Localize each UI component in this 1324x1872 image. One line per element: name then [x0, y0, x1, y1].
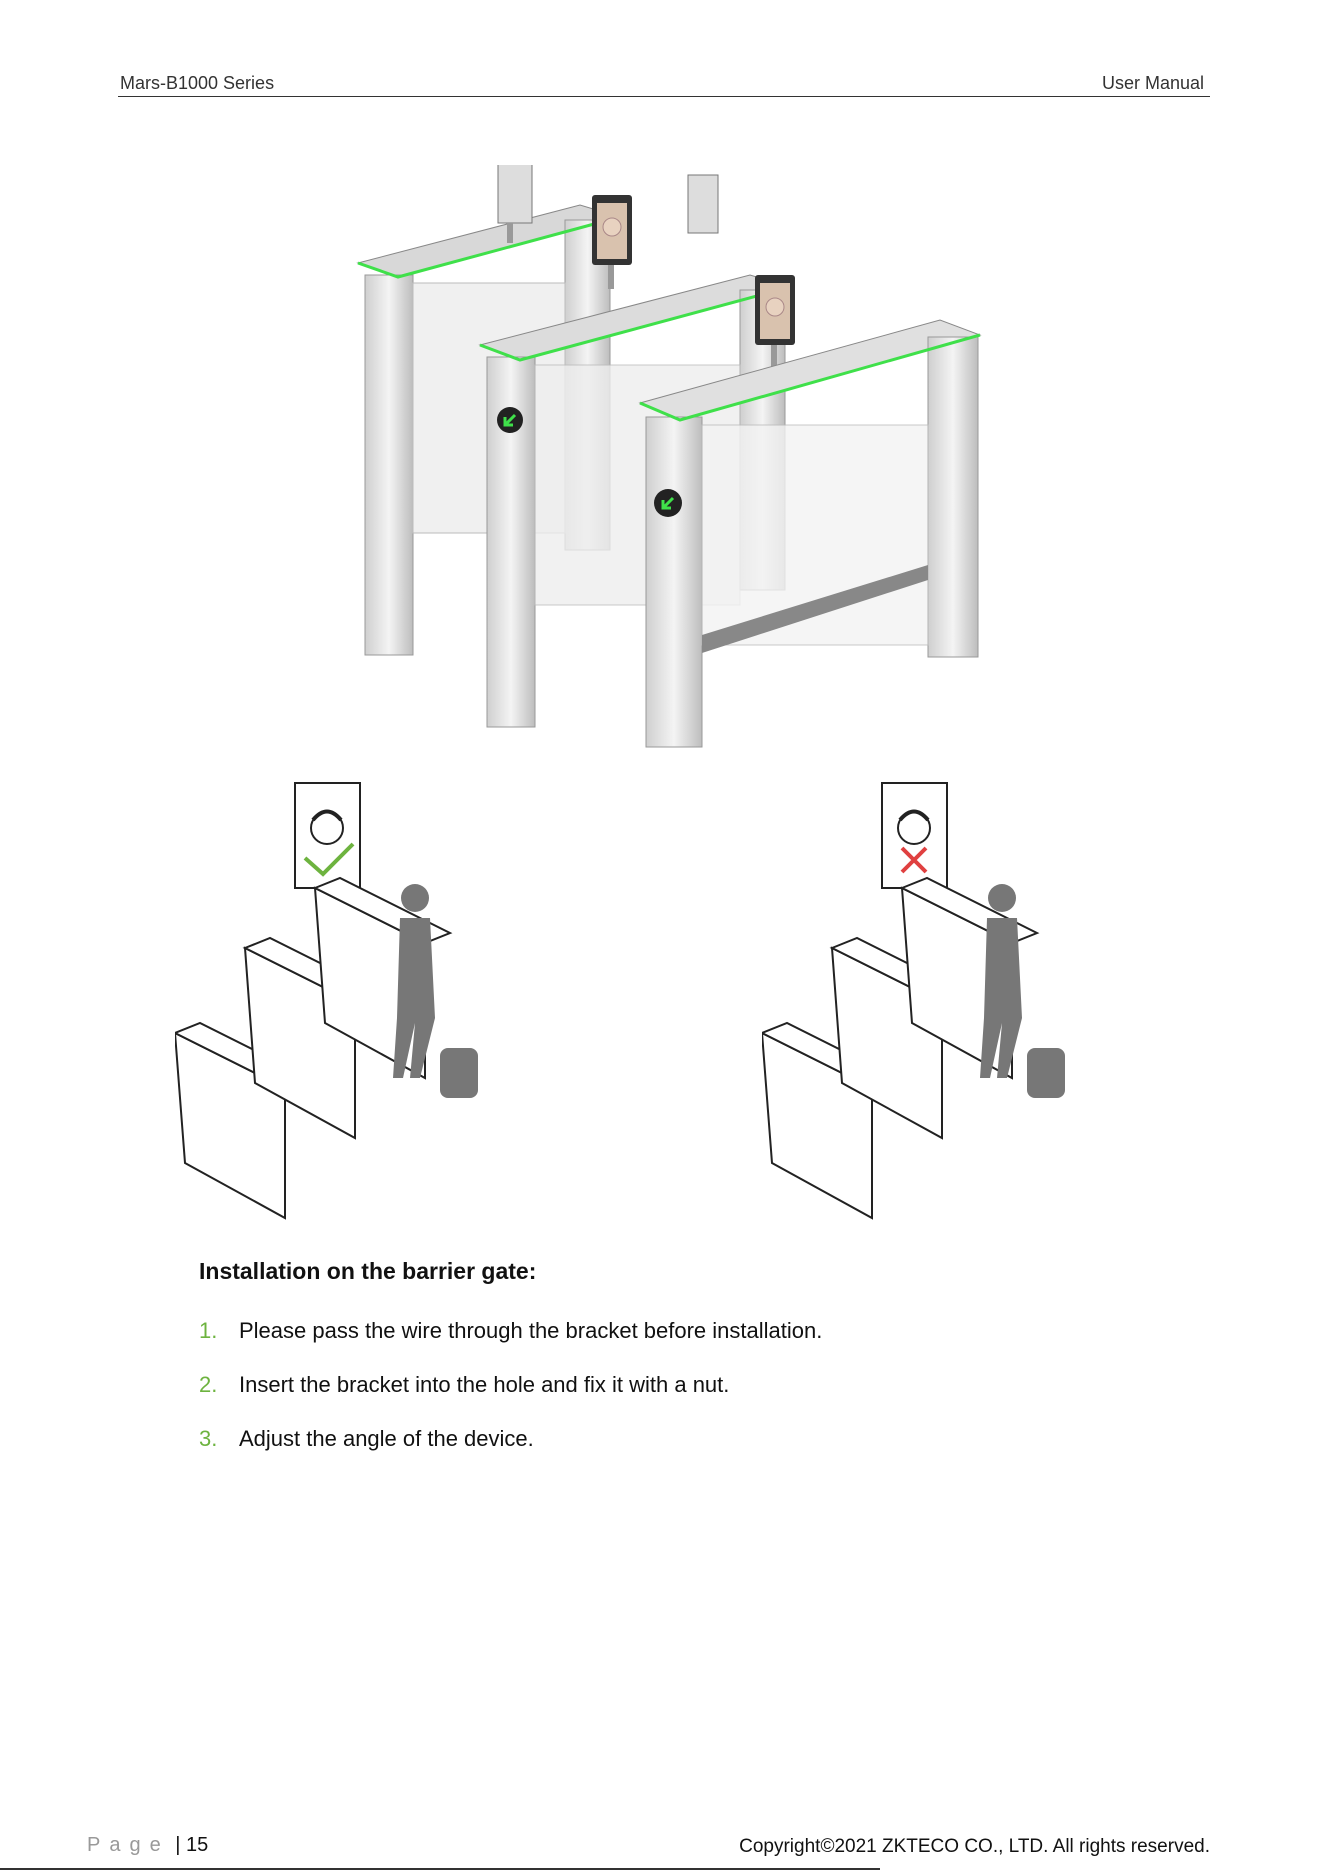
access-denied-illustration	[762, 778, 1162, 1228]
list-item: 2.Insert the bracket into the hole and f…	[199, 1372, 822, 1426]
step-number: 2.	[199, 1372, 239, 1398]
access-granted-illustration	[175, 778, 575, 1228]
list-item: 3.Adjust the angle of the device.	[199, 1426, 822, 1480]
page-footer-number: Page | 15	[87, 1834, 208, 1857]
bottom-divider	[0, 1868, 880, 1870]
header-doc-type: User Manual	[1102, 73, 1204, 94]
copyright-notice: Copyright©2021 ZKTECO CO., LTD. All righ…	[739, 1836, 1210, 1858]
installation-steps: 1.Please pass the wire through the brack…	[199, 1318, 822, 1480]
page-number: 15	[186, 1834, 208, 1856]
section-title: Installation on the barrier gate:	[199, 1258, 536, 1285]
page-label: Page	[87, 1834, 170, 1856]
header-product: Mars-B1000 Series	[120, 73, 274, 94]
step-text: Adjust the angle of the device.	[239, 1426, 534, 1451]
step-text: Insert the bracket into the hole and fix…	[239, 1372, 729, 1397]
step-number: 1.	[199, 1318, 239, 1344]
step-number: 3.	[199, 1426, 239, 1452]
barrier-gate-illustration	[350, 165, 1060, 750]
list-item: 1.Please pass the wire through the brack…	[199, 1318, 822, 1372]
page-header: Mars-B1000 Series User Manual	[118, 70, 1210, 97]
step-text: Please pass the wire through the bracket…	[239, 1318, 822, 1343]
